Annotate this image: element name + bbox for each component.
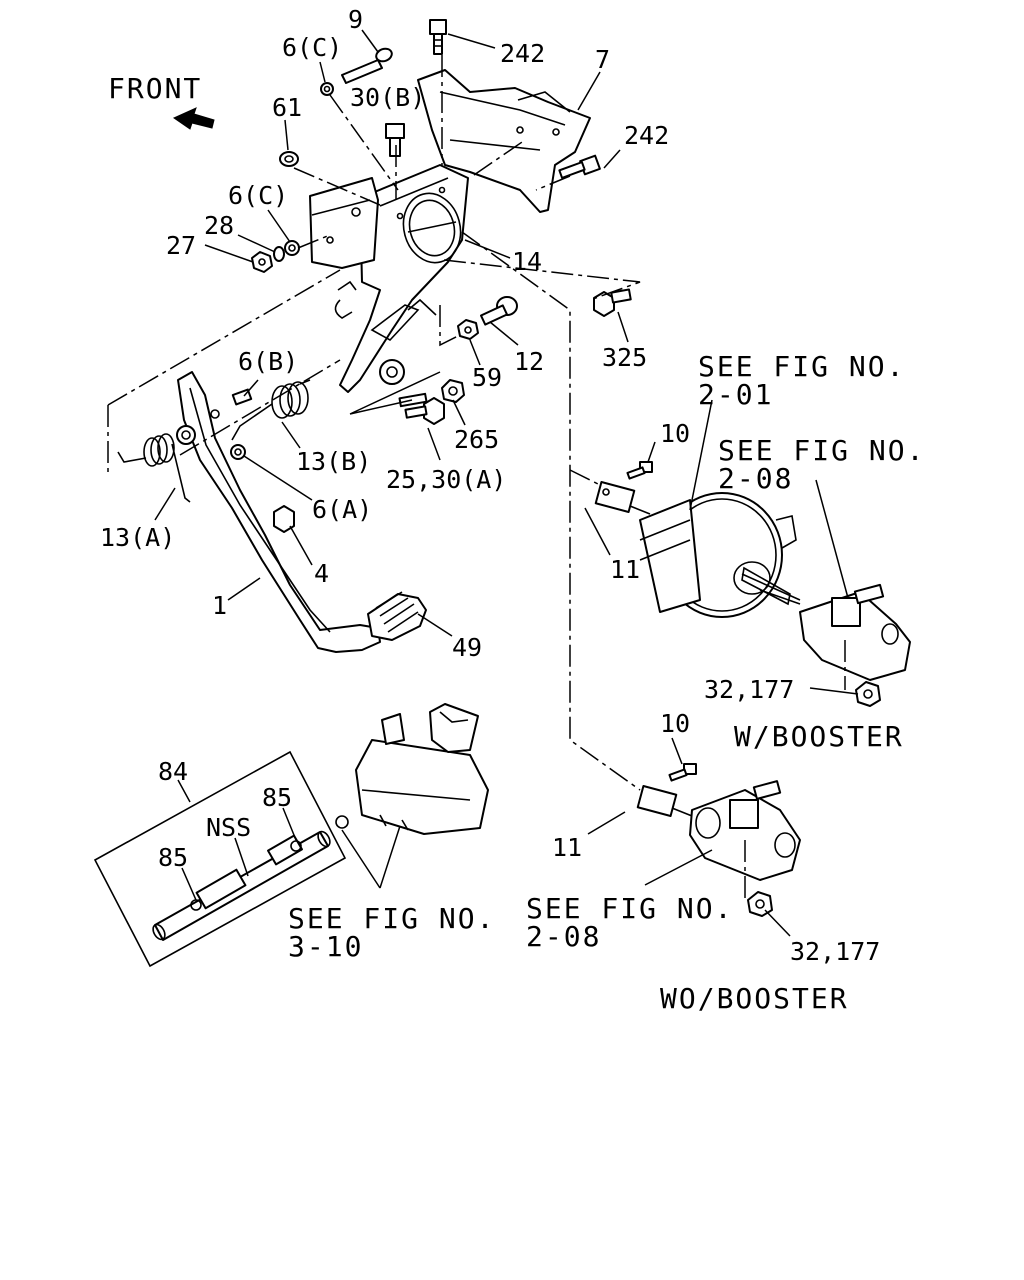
label-265: 265 (454, 425, 499, 454)
label-11-bottom: 11 (552, 833, 582, 862)
label-242-right: 242 (624, 121, 669, 150)
label-325: 325 (602, 343, 647, 372)
front-label: FRONT (108, 72, 202, 105)
label-61: 61 (272, 93, 302, 122)
label-25-30a: 25,30(A) (386, 465, 506, 494)
bolt-25-30a (398, 392, 445, 425)
ref-fig-2-08-top-line2: 2-08 (718, 462, 793, 495)
label-85-b: 85 (262, 783, 292, 812)
spring-13a (117, 433, 191, 503)
pedal-bracket (309, 164, 469, 393)
label-84: 84 (158, 757, 188, 786)
bushing-6a (230, 444, 246, 460)
ref-fig-3-10-line2: 3-10 (288, 930, 363, 963)
label-13b: 13(B) (296, 447, 371, 476)
label-13a: 13(A) (100, 523, 175, 552)
label-30b: 30(B) (350, 83, 425, 112)
nut-32-177-bottom (747, 891, 773, 917)
bolt-12 (480, 296, 518, 326)
label-10-top: 10 (660, 419, 690, 448)
ref-fig-2-08-bottom-line2: 2-08 (526, 920, 601, 953)
brake-booster (639, 492, 797, 618)
label-242-top: 242 (500, 39, 545, 68)
label-11-top: 11 (610, 555, 640, 584)
nut-32-177-top (855, 681, 881, 707)
label-32-177-bottom: 32,177 (790, 937, 880, 966)
support-bracket (417, 69, 591, 213)
label-10-bottom: 10 (660, 709, 690, 738)
hose-kit-84 (93, 750, 347, 968)
variant-with-booster: W/BOOSTER (734, 720, 904, 753)
bolt-30b (385, 123, 405, 157)
label-1: 1 (212, 591, 227, 620)
label-6c-mid: 6(C) (228, 181, 288, 210)
reference-notes: SEE FIG NO. 2-01 SEE FIG NO. 2-08 SEE FI… (288, 350, 925, 963)
callout-labels: 9 242 6(C) 7 61 30(B) 242 6(C) 28 27 14 … (100, 5, 880, 966)
bolt-242-top (429, 19, 447, 55)
pin-10-top (626, 461, 653, 480)
alignment-lines (107, 55, 846, 900)
master-cylinder-booster (741, 566, 911, 681)
bolt-325 (593, 288, 632, 317)
label-85-a: 85 (158, 843, 188, 872)
label-6a: 6(A) (312, 495, 372, 524)
label-4: 4 (314, 559, 329, 588)
label-14: 14 (512, 247, 542, 276)
bushing-6c-top (320, 82, 334, 96)
ref-fig-3-10-line1: SEE FIG NO. (288, 902, 495, 935)
label-59: 59 (472, 363, 502, 392)
pushrod-clevis-top (594, 480, 651, 515)
label-12: 12 (514, 347, 544, 376)
fluid-reservoir (335, 703, 489, 835)
pushrod-clevis-bottom (636, 784, 693, 818)
label-nss: NSS (206, 813, 251, 842)
front-arrow-icon (172, 107, 215, 130)
washer-61 (279, 151, 299, 167)
label-7: 7 (595, 45, 610, 74)
pin-10-bottom (668, 763, 697, 782)
bushing-6c-mid (284, 240, 300, 256)
washer-28 (273, 246, 285, 262)
pedal-pad-49 (367, 591, 427, 641)
nut-59 (457, 319, 479, 340)
bolt-9 (341, 47, 393, 84)
label-6c-top: 6(C) (282, 33, 342, 62)
ref-fig-2-01-line1: SEE FIG NO. (698, 350, 905, 383)
stopper-4 (273, 505, 295, 533)
nut-27 (251, 251, 273, 273)
nut-265 (441, 379, 465, 403)
ref-fig-2-01-line2: 2-01 (698, 378, 773, 411)
label-49: 49 (452, 633, 482, 662)
label-32-177-top: 32,177 (704, 675, 794, 704)
label-9: 9 (348, 5, 363, 34)
label-27: 27 (166, 231, 196, 260)
label-28: 28 (204, 211, 234, 240)
label-6b: 6(B) (238, 347, 298, 376)
bolt-242-right (558, 154, 601, 179)
ref-fig-2-08-bottom-line1: SEE FIG NO. (526, 892, 733, 925)
ref-fig-2-08-top-line1: SEE FIG NO. (718, 434, 925, 467)
master-cylinder-wo-booster (689, 780, 801, 881)
leader-lines (154, 29, 859, 937)
variant-without-booster: WO/BOOSTER (660, 982, 849, 1015)
spring-13b (231, 379, 311, 441)
